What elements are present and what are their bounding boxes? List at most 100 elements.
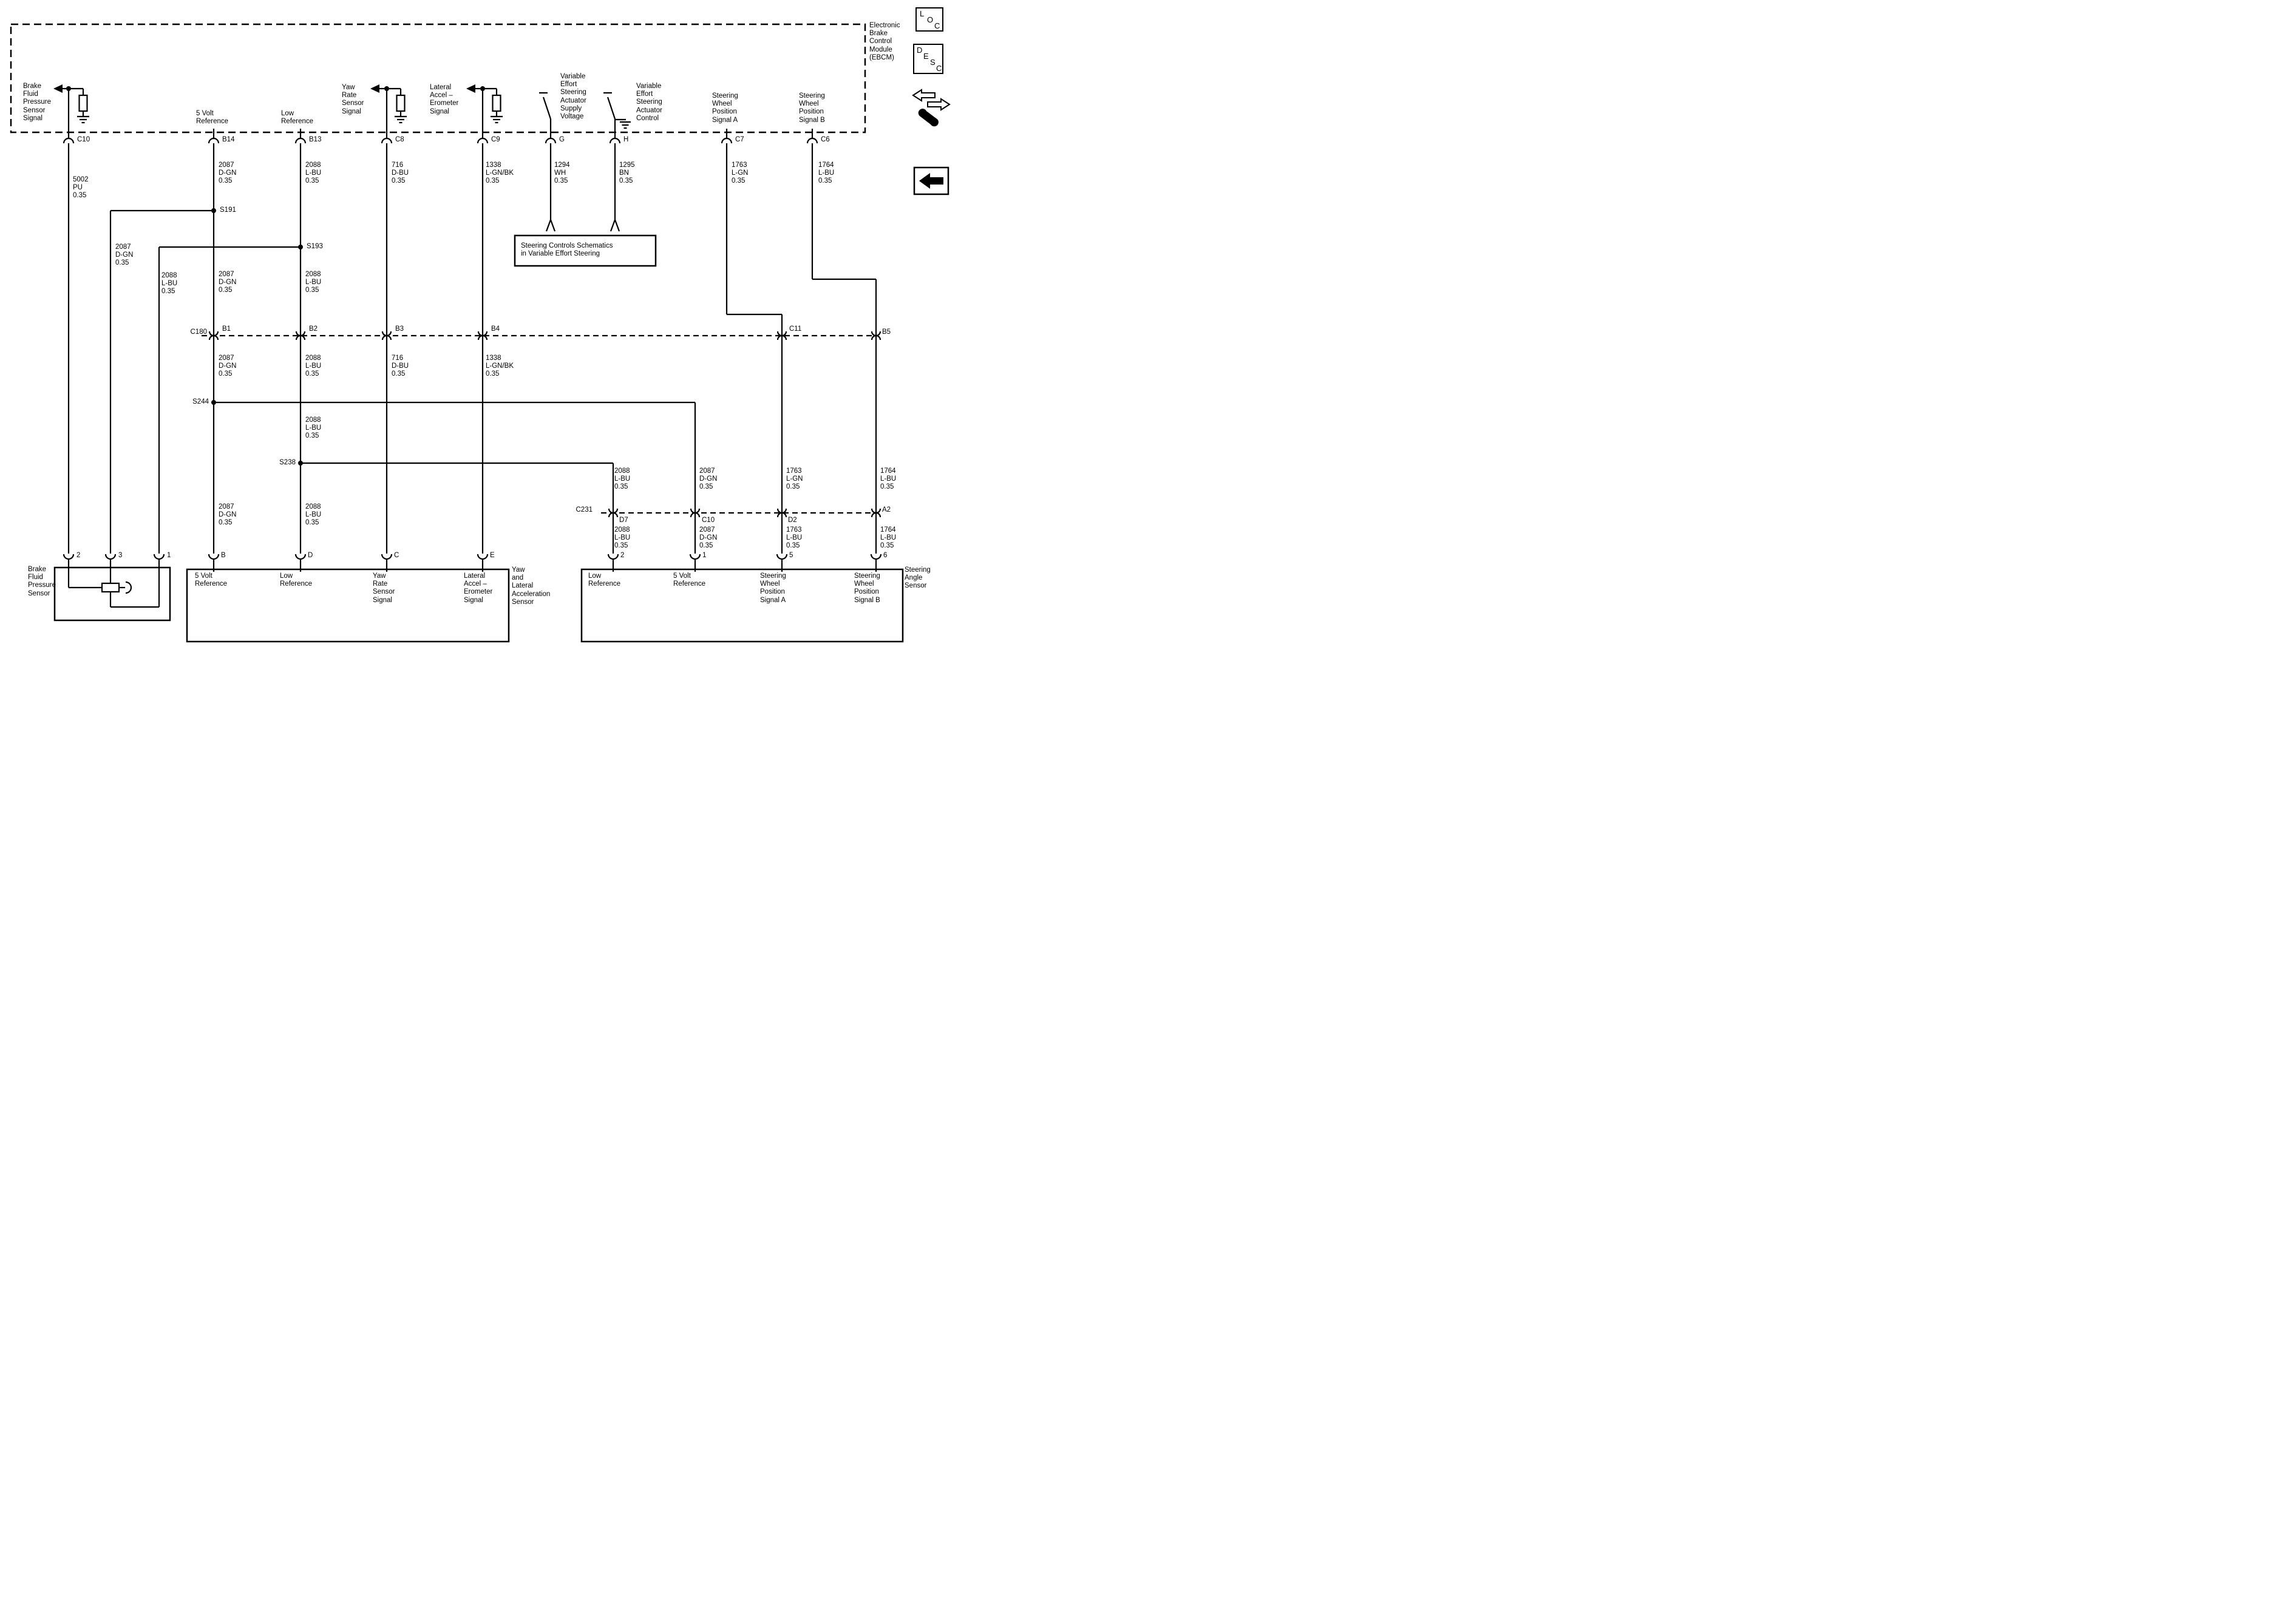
yaw-pin-c: C [394,552,399,559]
connector-c231-name: C231 [576,506,593,514]
ebcm-yaw-signal-label: Yaw Rate Sensor Signal [342,84,364,115]
splice-s191-dot [211,208,216,213]
note-box [514,234,657,267]
wire-label-2087-top: 2087 D-GN 0.35 [219,161,237,185]
wire-label-2088-s238: 2088 L-BU 0.35 [305,416,322,440]
wire-label-2088-branch: 2088 L-BU 0.35 [161,272,178,296]
ebcm-boundary-box [10,23,866,134]
resistor-icon [78,94,88,112]
wire-label-2087-mid: 2087 D-GN 0.35 [219,271,237,294]
left-arrow-icon [466,84,475,93]
c231-pin-d2: D2 [788,517,797,524]
sas-pin-1: 1 [702,552,707,559]
wire-label-2088-mid: 2088 L-BU 0.35 [305,271,322,294]
ebcm-lateral-signal-label: Lateral Accel – Erometer Signal [430,84,459,115]
wire-label-2087-c180: 2087 D-GN 0.35 [219,354,237,378]
resistor-icon [492,94,501,112]
brake-pin-1: 1 [167,552,171,559]
wire-label-1764-top: 1764 L-BU 0.35 [818,161,835,185]
c180-pin-b4: B4 [491,325,500,333]
ebcm-vess-supply-label: Variable Effort Steering Actuator Supply… [560,73,586,121]
vess-control-switch-icon [603,92,631,129]
loc-letter-o: O [927,15,934,24]
brake-sensor-box [53,560,171,622]
yaw-pin-b: B [221,552,226,559]
brake-pin-3: 3 [118,552,123,559]
ebcm-pin-g: G [559,136,565,143]
wire-label-1763-top: 1763 L-GN 0.35 [732,161,749,185]
ebcm-5v-ref-label: 5 Volt Reference [196,110,229,126]
connector-c180-name: C180 [190,328,208,336]
loc-letter-l: L [920,9,925,18]
wire-label-1764-c231-bot: 1764 L-BU 0.35 [880,526,897,550]
left-arrow-icon [53,84,63,93]
ebcm-pin-c7: C7 [735,136,744,143]
yaw-pin-e: E [490,552,495,559]
ebcm-vess-control-label: Variable Effort Steering Actuator Contro… [636,83,662,122]
steering-sensor-box [580,560,904,643]
ebcm-brake-signal-label: Brake Fluid Pressure Sensor Signal [23,83,52,122]
loc-button[interactable]: L O C [915,7,943,32]
wrench-icon [918,109,939,127]
yaw-sensor-name: Yaw and Lateral Acceleration Sensor [512,566,551,606]
splice-s238-dot [298,461,303,466]
brake-sensor-name: Brake Fluid Pressure Sensor [28,566,56,597]
wire-label-2088-c231-top: 2088 L-BU 0.35 [614,467,631,491]
c231-pin-a2: A2 [882,506,891,514]
splice-dots [211,208,303,466]
desc-letter-e: E [923,52,929,61]
wire-label-2088-c231-bot: 2088 L-BU 0.35 [614,526,631,550]
ebcm-pin-c8: C8 [395,136,404,143]
wire-label-1338-c180: 1338 L-GN/BK 0.35 [486,354,514,378]
ebcm-pin-b14: B14 [222,136,235,143]
ebcm-pin-c6: C6 [821,136,830,143]
ebcm-swps-a-label: Steering Wheel Position Signal A [712,92,738,124]
c231-pin-c10: C10 [702,517,715,524]
lateral-signal-internal-circuit [466,84,503,124]
sas-swps-b-label: Steering Wheel Position Signal B [854,572,880,604]
sas-pin-2: 2 [620,552,625,559]
yaw-pin-d: D [308,552,313,559]
sas-pin-6: 6 [883,552,888,559]
transducer-icon [125,581,132,594]
brake-signal-internal-circuit [53,84,89,124]
navigation-arrows-wrench-icon[interactable] [912,89,951,127]
ebcm-name-label: Electronic Brake Control Module (EBCM) [869,22,900,61]
wire-label-2087-c231-bot: 2087 D-GN 0.35 [699,526,718,550]
connector-row-c231 [601,508,881,518]
yaw-signal-internal-circuit [370,84,407,124]
yaw-sensor-box [186,560,510,643]
c180-pin-b1: B1 [222,325,231,333]
ebcm-pin-c10: C10 [77,136,90,143]
ebcm-connector-pins [63,137,818,144]
connector-row-c180 [202,331,881,341]
yaw-rate-signal-label: Yaw Rate Sensor Signal [373,572,395,604]
brake-pin-2: 2 [76,552,81,559]
splice-s193-dot [298,245,303,249]
resistor-icon [101,582,120,593]
desc-button[interactable]: D E S C [913,44,943,74]
splice-s193-label: S193 [307,243,323,250]
back-button[interactable] [913,166,949,195]
wire-label-1763-c231-top: 1763 L-GN 0.35 [786,467,803,491]
wire-label-2087-branch: 2087 D-GN 0.35 [115,243,134,267]
yaw-5v-ref-label: 5 Volt Reference [195,572,228,588]
desc-letter-s: S [930,58,936,67]
left-arrow-icon [370,84,379,93]
c180-pin-b3: B3 [395,325,404,333]
wire-label-2087-low: 2087 D-GN 0.35 [219,503,237,527]
yaw-low-ref-label: Low Reference [280,572,313,588]
wire-label-1338-top: 1338 L-GN/BK 0.35 [486,161,514,185]
c180-pin-b2: B2 [309,325,318,333]
splice-s191-label: S191 [220,206,236,214]
c180-pin-b5: B5 [882,328,891,336]
sas-swps-a-label: Steering Wheel Position Signal A [760,572,786,604]
wiring-diagram: Brake Fluid Pressure Sensor Signal 5 Vol… [0,0,952,669]
desc-letter-d: D [917,46,923,55]
diagram-geometry [10,23,951,643]
sas-pin-5: 5 [789,552,793,559]
wire-label-2088-c180: 2088 L-BU 0.35 [305,354,322,378]
sas-low-ref-label: Low Reference [588,572,621,588]
wire-label-716-top: 716 D-BU 0.35 [392,161,409,185]
wire-label-1763-c231-bot: 1763 L-BU 0.35 [786,526,803,550]
